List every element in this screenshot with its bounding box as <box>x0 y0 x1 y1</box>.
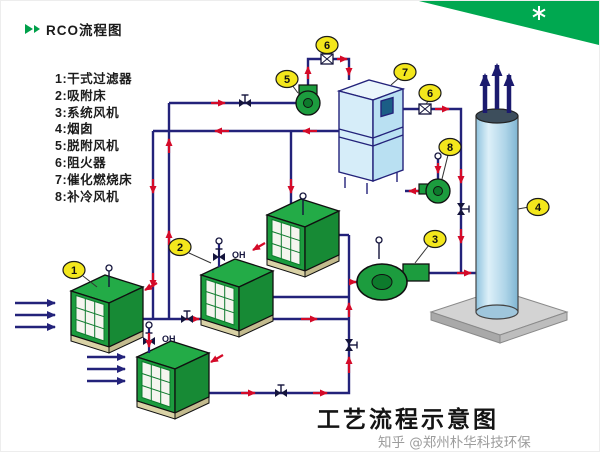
legend-item: 6:阻火器 <box>55 155 107 170</box>
svg-text:2: 2 <box>177 242 183 254</box>
legend-item: 3:系统风机 <box>55 105 120 120</box>
svg-text:3: 3 <box>432 234 438 246</box>
flame-arrester <box>320 53 334 65</box>
oh-label: OH <box>232 250 246 260</box>
adsorption-bed-unit <box>200 258 274 338</box>
svg-text:6: 6 <box>324 40 330 52</box>
purge-valve: OH <box>212 237 246 267</box>
diagram-title: 工艺流程示意图 <box>317 407 499 433</box>
legend-item: 8:补冷风机 <box>55 189 120 204</box>
flow-arrows <box>149 55 472 397</box>
svg-text:1: 1 <box>71 265 77 277</box>
page-header: RCO流程图 <box>25 19 123 39</box>
callout-6b: 6 <box>418 83 442 105</box>
chimney <box>475 108 519 320</box>
system-fan <box>356 263 430 301</box>
legend-item: 5:脱附风机 <box>55 139 120 154</box>
inlet-arrows <box>15 299 126 385</box>
callout-4: 4 <box>517 197 550 217</box>
desorption-fan <box>295 84 321 116</box>
callouts: 1 2 3 4 5 <box>62 35 550 288</box>
svg-text:5: 5 <box>284 74 290 86</box>
svg-text:8: 8 <box>447 142 453 154</box>
chevron-icon <box>34 25 40 33</box>
page-title: RCO流程图 <box>46 23 123 38</box>
dry-filter-unit <box>70 274 144 354</box>
oh-label: OH <box>162 334 176 344</box>
corner-ribbon <box>419 1 599 45</box>
legend-item: 4:烟囱 <box>55 122 94 137</box>
adsorption-bed-unit <box>136 340 210 420</box>
chevron-icon <box>25 24 33 34</box>
callout-3: 3 <box>414 229 447 264</box>
svg-text:4: 4 <box>535 202 542 214</box>
legend-item: 7:催化燃烧床 <box>55 172 133 187</box>
legend: 1:干式过滤器 2:吸附床 3:系统风机 4:烟囱 5:脱附风机 6:阻火器 7… <box>55 71 132 205</box>
svg-text:6: 6 <box>427 88 433 100</box>
callout-1: 1 <box>62 260 98 288</box>
callout-7: 7 <box>390 62 417 86</box>
chimney-exhaust-arrows <box>479 63 515 113</box>
watermark: 知乎 @郑州朴华科技环保 <box>378 435 531 451</box>
bed-inlet-arrows <box>144 242 266 363</box>
callout-6: 6 <box>315 35 339 55</box>
makeup-cooling-fan <box>418 152 451 204</box>
legend-item: 2:吸附床 <box>55 88 107 103</box>
flame-arrester <box>418 103 432 115</box>
svg-text:7: 7 <box>402 67 408 79</box>
callout-2: 2 <box>168 237 212 264</box>
legend-item: 1:干式过滤器 <box>55 72 133 86</box>
catalytic-combustion-bed <box>336 79 406 194</box>
callout-8: 8 <box>438 137 462 180</box>
brand-logo-icon <box>532 6 546 20</box>
callout-5: 5 <box>275 69 299 94</box>
